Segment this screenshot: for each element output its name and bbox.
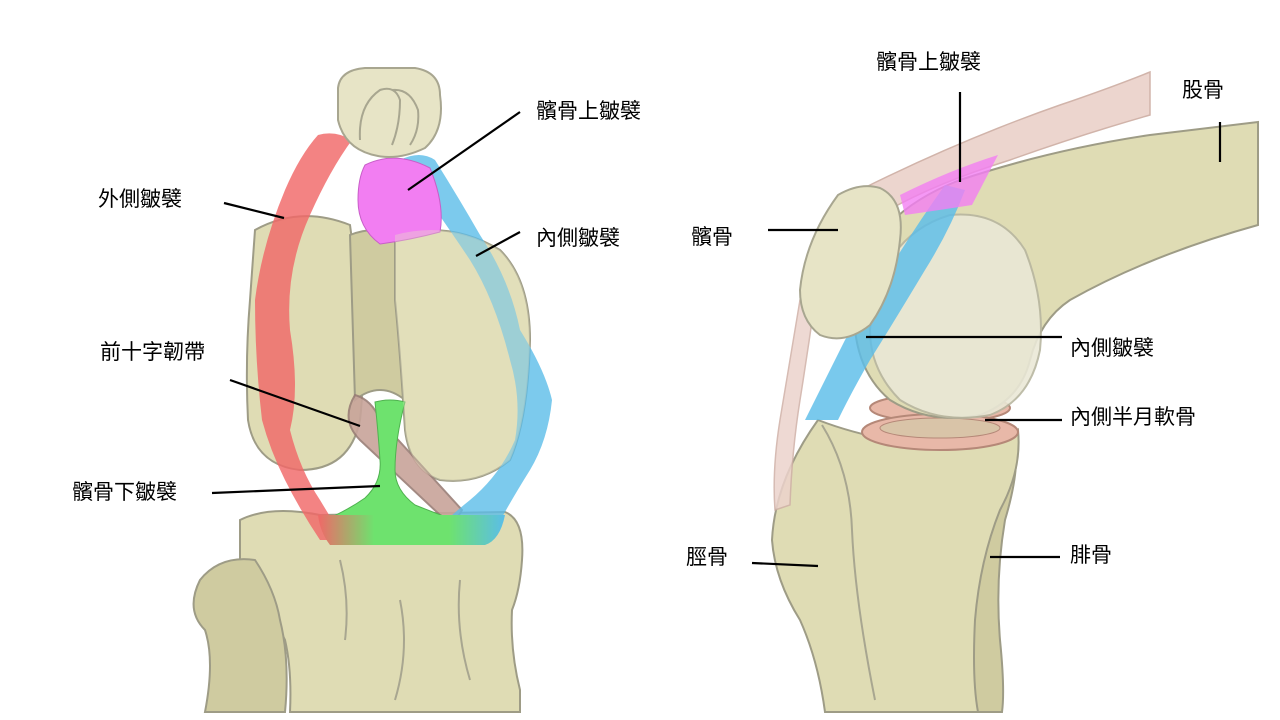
right-side-view: [770, 70, 1259, 713]
left-tibia-detail: [339, 559, 471, 701]
label-right-medial-plica: 內側皺襞: [1070, 336, 1154, 360]
leader-left-lateral: [223, 201, 285, 220]
right-medial-plica-shape: [805, 185, 965, 420]
label-left-lateral-plica: 外側皺襞: [98, 187, 182, 211]
left-front-view: [192, 67, 552, 713]
left-patella-shape: [337, 67, 442, 158]
left-medial-plica-shape: [400, 155, 552, 545]
right-tibia-detail: [821, 424, 876, 701]
right-tendon-lower: [773, 299, 816, 512]
label-left-medial-plica: 內側皺襞: [536, 226, 620, 250]
left-patella-detail: [358, 87, 420, 146]
left-fibula-shape: [192, 558, 288, 713]
leader-left-suprapatellar: [407, 111, 521, 191]
right-suprapatellar-plica-shape: [900, 155, 998, 215]
label-right-tibia: 脛骨: [686, 545, 728, 569]
label-left-acl: 前十字韌帶: [100, 340, 205, 364]
left-condyle-overlay: [395, 230, 530, 481]
left-infrapatellar-plica-band: [318, 515, 505, 545]
leader-right-tibia: [751, 561, 819, 568]
label-right-medial-meniscus: 內側半月軟骨: [1070, 405, 1196, 429]
label-right-femur: 股骨: [1182, 78, 1224, 102]
label-right-fibula: 腓骨: [1070, 543, 1112, 567]
label-left-infrapatellar-plica: 髕骨下皺襞: [72, 480, 177, 504]
left-infrapatellar-plica-shape: [319, 399, 461, 523]
right-patella-shape: [798, 185, 902, 340]
label-right-suprapatellar-plica: 髕骨上皺襞: [876, 50, 981, 74]
leader-left-medial: [475, 231, 521, 257]
left-lateral-plica-shape: [255, 133, 352, 541]
leader-left-acl: [229, 378, 361, 428]
left-suprapatellar-plica-shape: [357, 157, 442, 245]
right-meniscus-hole: [879, 417, 1001, 439]
label-left-suprapatellar-plica: 髕骨上皺襞: [536, 99, 641, 123]
leader-left-infrapatellar: [211, 484, 381, 495]
label-right-patella: 髕骨: [691, 225, 733, 249]
